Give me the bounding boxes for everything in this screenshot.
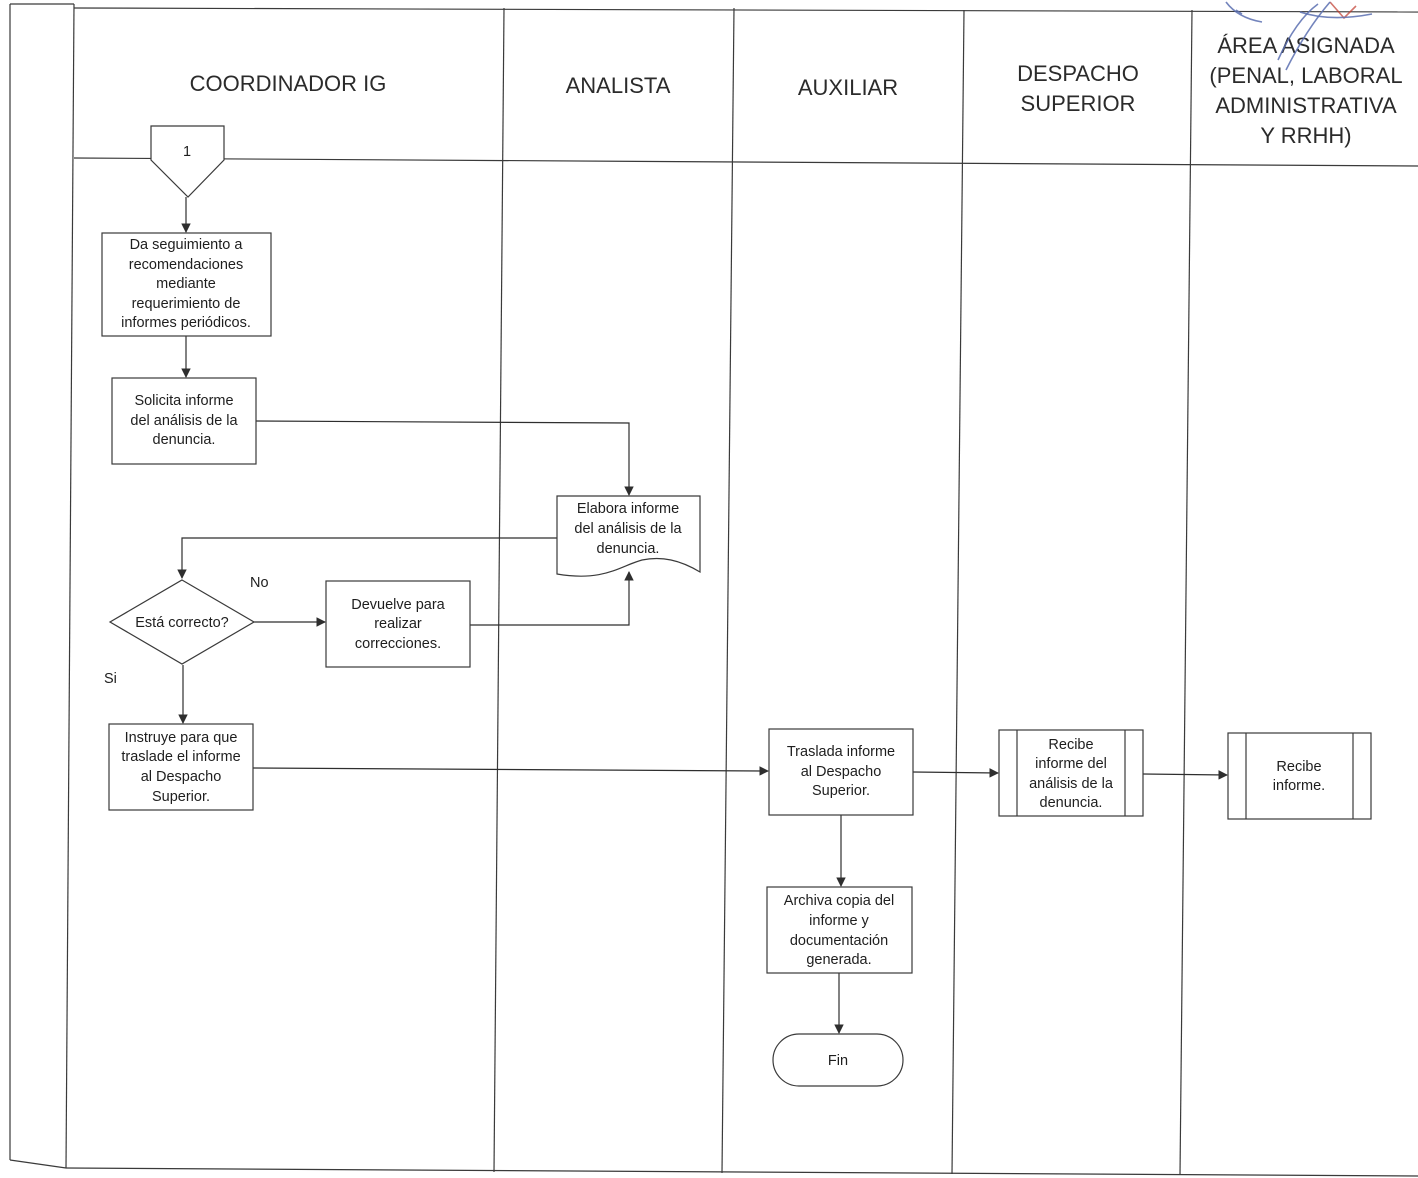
svg-text:Fin: Fin	[828, 1053, 848, 1069]
terminator-fin: Fin	[772, 1033, 904, 1087]
svg-text:informe.: informe.	[1273, 778, 1325, 794]
svg-text:Elabora informe: Elabora informe	[577, 501, 679, 517]
svg-text:Y RRHH): Y RRHH)	[1260, 123, 1351, 148]
svg-text:denuncia.: denuncia.	[153, 432, 216, 448]
svg-text:Instruye para que: Instruye para que	[125, 730, 238, 746]
svg-text:al Despacho: al Despacho	[141, 769, 222, 785]
svg-text:Superior.: Superior.	[812, 783, 870, 799]
svg-text:ADMINISTRATIVA: ADMINISTRATIVA	[1215, 93, 1397, 118]
step-traslada-informe: Traslada informe al Despacho Superior.	[768, 728, 914, 816]
step-recibe-informe-despacho: Recibe informe del análisis de la denunc…	[998, 729, 1144, 817]
svg-text:Superior.: Superior.	[152, 789, 210, 805]
svg-text:requerimiento de: requerimiento de	[132, 296, 241, 312]
arrow-devuelve-to-elabora	[470, 571, 634, 626]
seal-stamp	[1225, 1, 1373, 71]
svg-text:denuncia.: denuncia.	[1040, 795, 1103, 811]
step-devuelve: Devuelve para realizar correcciones.	[325, 580, 471, 668]
decision-esta-correcto: Está correcto?	[108, 579, 256, 665]
svg-text:denuncia.: denuncia.	[597, 541, 660, 557]
svg-text:DESPACHO: DESPACHO	[1017, 61, 1139, 86]
svg-text:documentación: documentación	[790, 933, 888, 949]
step-solicita-informe: Solicita informe del análisis de la denu…	[111, 377, 257, 465]
svg-text:Archiva copia del: Archiva copia del	[784, 893, 894, 909]
lane-header-coordinador: COORDINADOR IG	[190, 71, 387, 96]
svg-text:informe y: informe y	[809, 913, 869, 929]
svg-text:realizar: realizar	[374, 616, 422, 632]
step-recibe-informe-area: Recibe informe.	[1227, 732, 1372, 820]
step-instruye: Instruye para que traslade el informe al…	[108, 723, 254, 811]
svg-text:del análisis de la: del análisis de la	[574, 521, 682, 537]
svg-text:traslade el informe: traslade el informe	[121, 749, 240, 765]
svg-text:SUPERIOR: SUPERIOR	[1021, 91, 1136, 116]
svg-text:correcciones.: correcciones.	[355, 636, 441, 652]
svg-text:Devuelve para: Devuelve para	[351, 597, 445, 613]
svg-text:Da seguimiento a: Da seguimiento a	[130, 237, 244, 253]
flow-arrows	[177, 197, 1228, 1034]
svg-text:recomendaciones: recomendaciones	[129, 257, 243, 273]
svg-text:Está correcto?: Está correcto?	[135, 615, 229, 631]
lane-header-area-asignada: ÁREA ASIGNADA (PENAL, LABORAL ADMINISTRA…	[1209, 33, 1402, 148]
arrow-instruye-to-traslada	[252, 766, 769, 776]
step-elabora-informe: Elabora informe del análisis de la denun…	[556, 495, 701, 577]
svg-text:ÁREA ASIGNADA: ÁREA ASIGNADA	[1217, 33, 1395, 58]
arrow-solicita-to-elabora	[255, 420, 634, 496]
svg-text:al Despacho: al Despacho	[801, 764, 882, 780]
svg-text:Recibe: Recibe	[1048, 737, 1093, 753]
lane-header-analista: ANALISTA	[566, 73, 671, 98]
svg-text:informe del: informe del	[1035, 756, 1107, 772]
arrow-elabora-to-decision	[177, 537, 557, 579]
arrow-recibe-despacho-to-recibe-area	[1142, 770, 1228, 780]
off-page-connector: 1	[150, 125, 225, 198]
step-archiva-copia: Archiva copia del informe y documentació…	[766, 886, 913, 974]
svg-text:(PENAL, LABORAL: (PENAL, LABORAL	[1209, 63, 1402, 88]
arrow-traslada-to-recibe-despacho	[912, 768, 999, 778]
label-si: Si	[104, 671, 117, 687]
lane-header-despacho: DESPACHO SUPERIOR	[1017, 61, 1139, 116]
lane-header-auxiliar: AUXILIAR	[798, 75, 898, 100]
label-no: No	[250, 575, 269, 591]
svg-text:informes periódicos.: informes periódicos.	[121, 315, 251, 331]
svg-text:Recibe: Recibe	[1276, 759, 1321, 775]
svg-text:mediante: mediante	[156, 276, 216, 292]
svg-text:Traslada informe: Traslada informe	[787, 744, 895, 760]
svg-text:1: 1	[183, 144, 191, 160]
svg-text:generada.: generada.	[806, 952, 871, 968]
lane-grid	[9, 3, 1418, 1177]
svg-text:Solicita informe: Solicita informe	[134, 393, 233, 409]
step-da-seguimiento: Da seguimiento a recomendaciones mediant…	[101, 232, 272, 337]
svg-text:análisis de la: análisis de la	[1029, 776, 1114, 792]
svg-text:del análisis de la: del análisis de la	[130, 413, 238, 429]
